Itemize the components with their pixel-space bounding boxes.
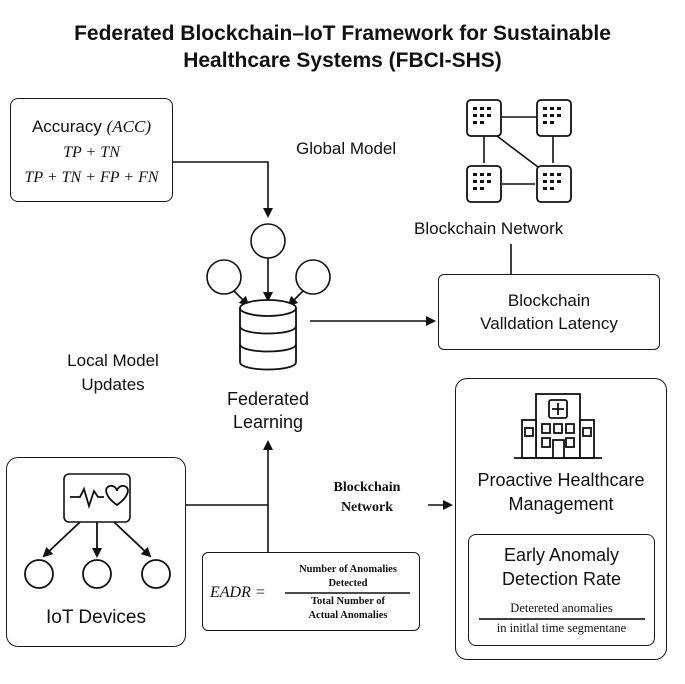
federated-line-2: Learning <box>232 412 304 432</box>
iot-devices-label: IoT Devices <box>46 607 146 628</box>
iot-to-federated-arrow <box>175 440 273 506</box>
local-updates-line-2: Updates <box>81 375 145 394</box>
accuracy-symbol: (ACC) <box>106 117 152 136</box>
early-denominator: in initlal time segmentane <box>496 621 627 635</box>
eadr-symbol: EADR = <box>210 584 266 601</box>
eadr-den-line-2: Actual Anomalies <box>308 610 388 621</box>
eadr-num-line-2: Detected <box>328 578 368 589</box>
latency-line-2: Valldation Latency <box>480 314 618 333</box>
proactive-box <box>455 378 667 660</box>
eadr-num-line-1: Number of Anomalies <box>299 564 397 575</box>
local-node-right <box>295 259 331 295</box>
early-line-2: Detection Rate <box>501 569 622 589</box>
proactive-line-2: Management <box>508 494 614 514</box>
title-line-2: Healthcare Systems (FBCI-SHS) <box>183 49 502 72</box>
block-bottom-right <box>536 165 572 203</box>
hospital-icon <box>514 393 602 459</box>
accuracy-numerator: TP + TN <box>63 144 120 161</box>
blockchain-network-bold-1: Blockchain <box>333 480 401 495</box>
early-anomaly-box <box>468 534 655 646</box>
local-node-left <box>206 259 242 295</box>
federated-line-1: Federated <box>226 389 310 409</box>
accuracy-text: Accuracy <box>31 117 102 136</box>
global-model-label: Global Model <box>296 139 397 158</box>
early-line-1: Early Anomaly <box>503 545 620 565</box>
blockchain-network-bold-2: Network <box>340 500 394 515</box>
accuracy-denominator: TP + TN + FP + FN <box>24 169 159 186</box>
page-title: Federated Blockchain–IoT Framework for S… <box>0 20 685 74</box>
local-updates-line-1: Local Model <box>67 351 159 370</box>
eadr-box <box>202 552 420 631</box>
blockchain-network-label: Blockchain Network <box>414 219 564 238</box>
accuracy-box <box>10 98 173 202</box>
title-line-1: Federated Blockchain–IoT Framework for S… <box>74 22 611 45</box>
database-icon <box>239 299 297 371</box>
block-top-right <box>536 99 572 137</box>
block-top-left <box>466 99 502 137</box>
latency-line-1: Blockchain <box>507 291 591 310</box>
block-dots <box>473 107 561 190</box>
global-model-node <box>250 223 286 259</box>
early-numerator: Detereted anomalies <box>510 601 613 615</box>
accuracy-to-global-arrow <box>168 161 273 218</box>
accuracy-label: Accuracy (ACC) <box>10 117 173 137</box>
block-bottom-left <box>466 165 502 203</box>
latency-box <box>438 274 660 350</box>
eadr-den-line-1: Total Number of <box>310 596 386 607</box>
proactive-line-1: Proactive Healthcare <box>477 470 645 490</box>
chain-link-diagonal <box>496 135 539 168</box>
